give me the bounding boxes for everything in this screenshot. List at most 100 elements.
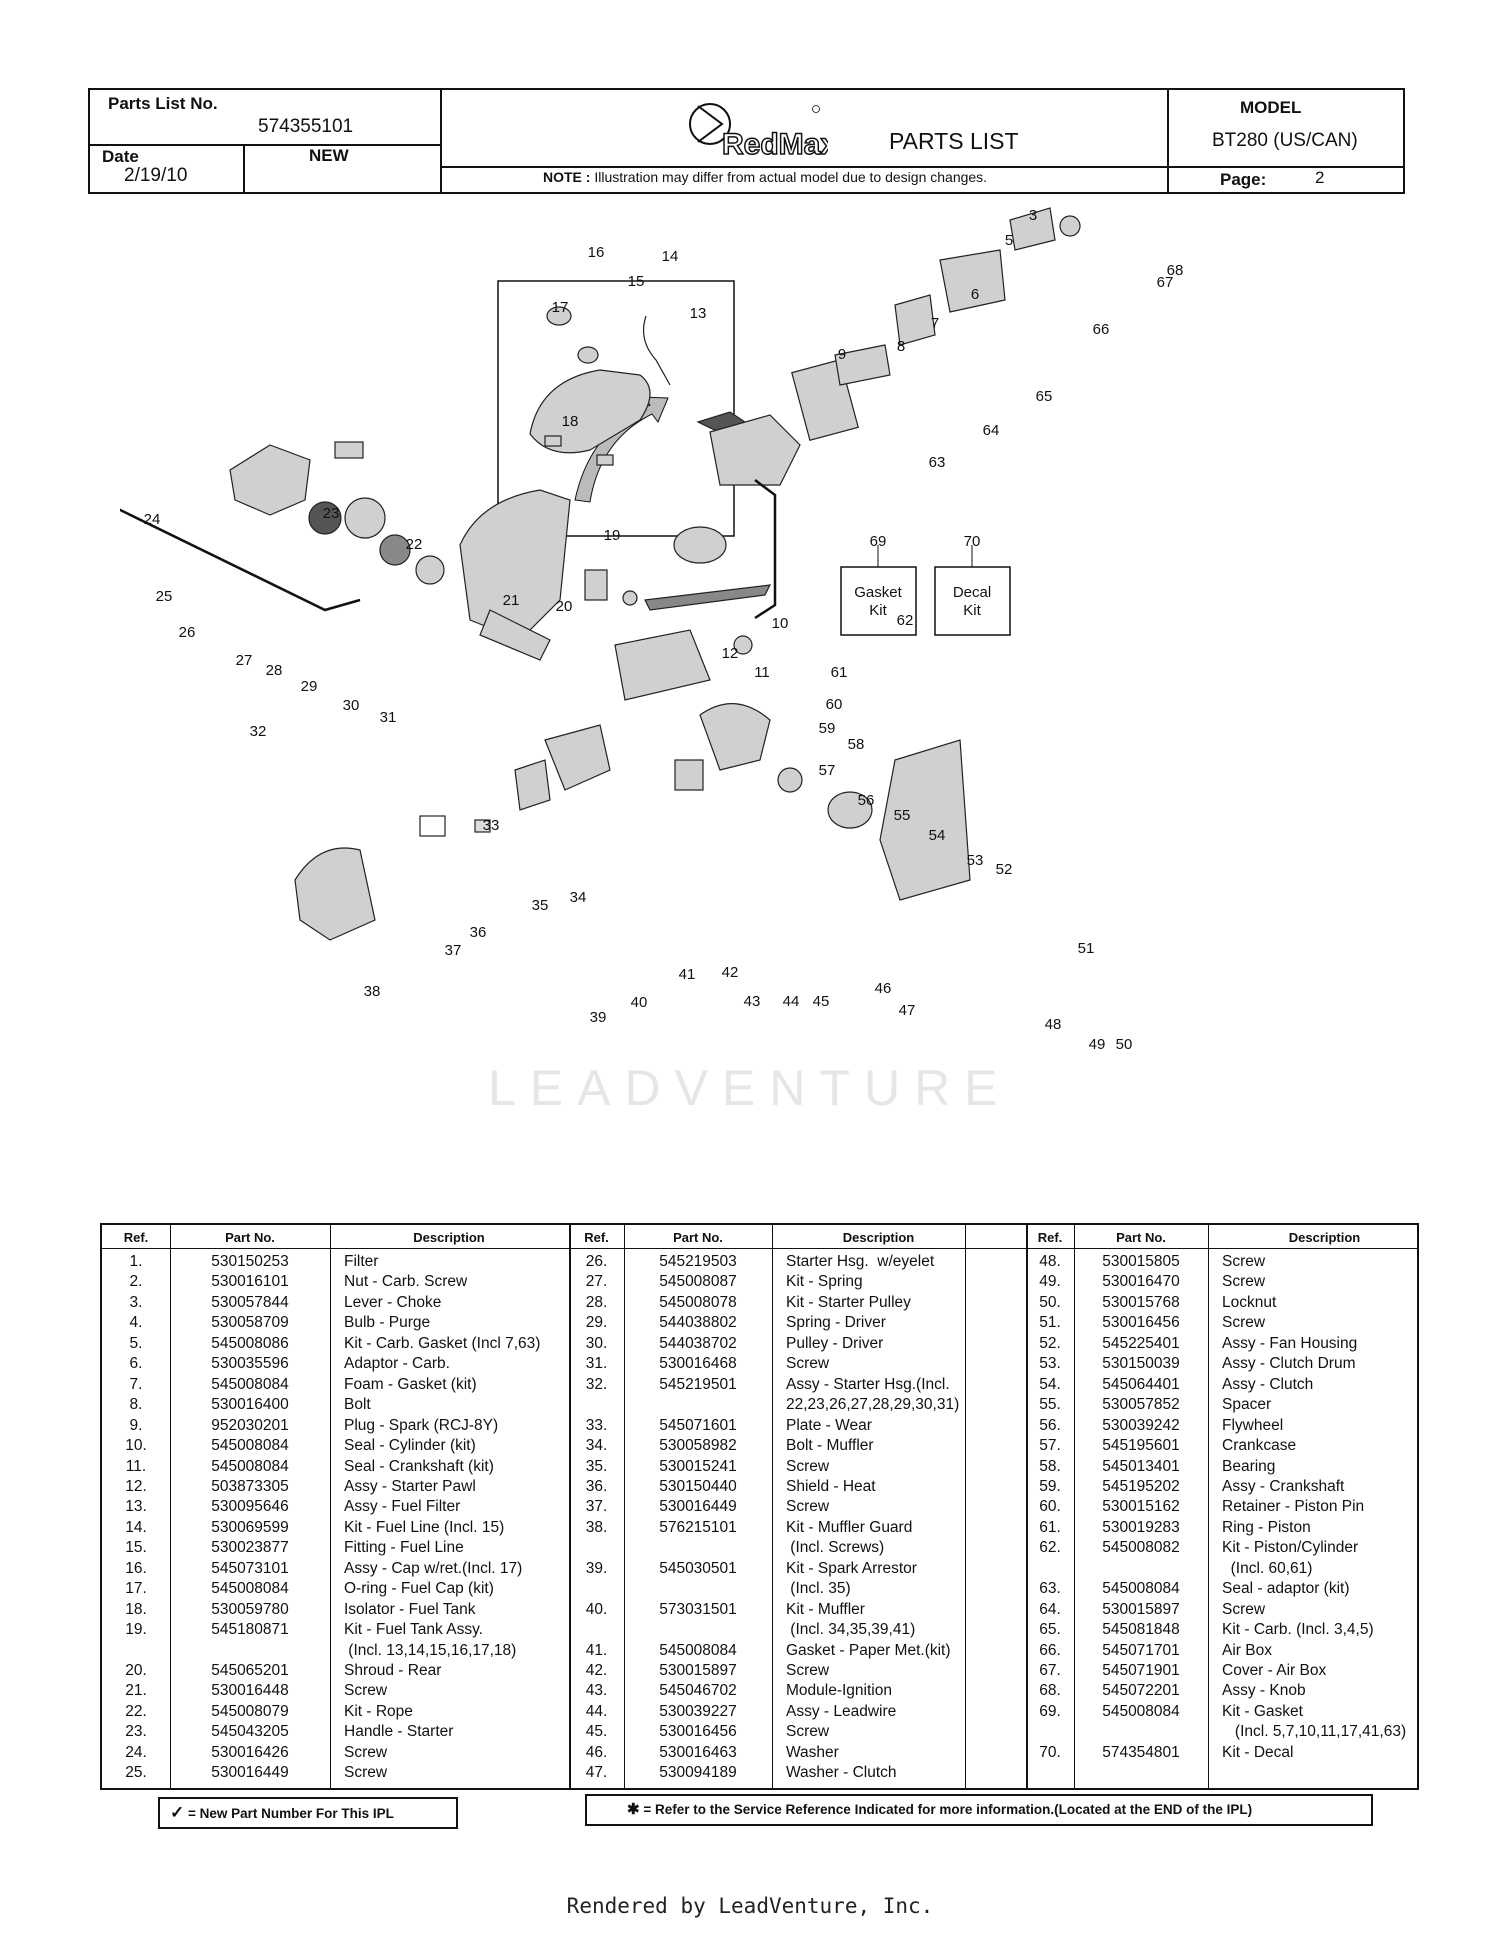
description-cell: Flywheel xyxy=(1222,1416,1284,1434)
part-number-cell: 545008084 xyxy=(211,1437,289,1455)
description-cell: Bulb - Purge xyxy=(344,1314,431,1332)
part-number-cell: 545065201 xyxy=(211,1662,289,1679)
flywheel-icon xyxy=(699,703,771,771)
header-divider xyxy=(440,90,442,192)
callout-6: 6 xyxy=(971,286,979,303)
note-label: NOTE : xyxy=(543,169,591,185)
part-number-cell: 545195601 xyxy=(1102,1437,1180,1455)
part-number-cell: 545046702 xyxy=(659,1682,737,1700)
ref-cell: 18. xyxy=(125,1600,147,1618)
description-cell: Screw xyxy=(786,1355,830,1373)
description-cell: Kit - Starter Pulley xyxy=(786,1293,911,1311)
star-icon: ✱ xyxy=(627,1801,640,1818)
ref-cell: 35. xyxy=(585,1457,608,1475)
description-cell: Screw xyxy=(344,1682,388,1700)
callout-29: 29 xyxy=(301,678,318,695)
ref-cell: 13. xyxy=(125,1498,147,1516)
rendered-by-footer: Rendered by LeadVenture, Inc. xyxy=(566,1894,934,1918)
callout-58: 58 xyxy=(848,736,865,753)
description-cell: Cover - Air Box xyxy=(1222,1662,1327,1679)
description-cell: Pulley - Driver xyxy=(786,1334,884,1352)
ref-cell: 21. xyxy=(125,1682,147,1700)
description-cell: Assy - Fuel Filter xyxy=(344,1498,461,1516)
model-label: MODEL xyxy=(1240,98,1302,117)
part-number-cell: 545008084 xyxy=(1102,1702,1180,1720)
description-cell: Nut - Carb. Screw xyxy=(344,1273,468,1291)
driver-spring-icon xyxy=(379,534,411,566)
page-label: Page: xyxy=(1220,170,1267,189)
ref-cell: 8. xyxy=(129,1396,143,1414)
description-cell: Locknut xyxy=(1222,1293,1277,1311)
ref-cell: 43. xyxy=(585,1682,608,1700)
description-cell: Assy - Fan Housing xyxy=(1222,1334,1358,1352)
callout-52: 52 xyxy=(996,861,1013,878)
callout-49: 49 xyxy=(1089,1036,1106,1053)
callout-19: 19 xyxy=(604,527,621,544)
description-cell: Kit - Muffler Guard xyxy=(786,1518,913,1536)
description-cell: Washer xyxy=(786,1743,839,1761)
ref-cell: 41. xyxy=(585,1641,608,1659)
header-divider xyxy=(90,144,440,146)
ref-cell: 61. xyxy=(1039,1518,1061,1536)
part-number-cell: 545013401 xyxy=(1102,1457,1180,1475)
part-number-cell: 545008079 xyxy=(211,1702,289,1720)
part-number-cell: 545008084 xyxy=(211,1580,289,1598)
part-number-cell: 530016463 xyxy=(659,1743,737,1761)
part-number-cell: 545008086 xyxy=(211,1334,289,1352)
description-cell: Kit - Carb. Gasket (Incl 7,63) xyxy=(344,1334,541,1352)
description-cell: Isolator - Fuel Tank xyxy=(344,1600,476,1618)
callout-27: 27 xyxy=(236,652,253,669)
part-number-cell: 545008084 xyxy=(1102,1580,1180,1598)
callout-8: 8 xyxy=(897,338,905,355)
ref-cell: 36. xyxy=(585,1477,608,1495)
ref-cell: 48. xyxy=(1039,1253,1061,1270)
clutch-icon xyxy=(777,767,803,793)
decal-kit-word: Kit xyxy=(963,602,981,619)
description-cell: Retainer - Piston Pin xyxy=(1222,1498,1365,1516)
ref-cell: 34. xyxy=(585,1437,608,1455)
carb-adaptor-icon xyxy=(834,344,891,386)
callout-26: 26 xyxy=(179,624,196,641)
crankshaft-seal-icon xyxy=(622,590,638,606)
callout-3: 3 xyxy=(1029,207,1037,224)
part-number-cell: 545219503 xyxy=(659,1253,737,1270)
callout-65: 65 xyxy=(1036,388,1053,405)
header-description: Description xyxy=(842,1230,915,1245)
part-number-cell: 530057852 xyxy=(1102,1396,1180,1414)
table-column-divider xyxy=(965,1225,966,1788)
callout-53: 53 xyxy=(967,852,984,869)
spark-arrestor-icon xyxy=(419,815,446,837)
parts-list-no: 574355101 xyxy=(258,116,354,137)
part-number-cell: 530150253 xyxy=(211,1253,289,1270)
description-cell: (Incl. 34,35,39,41) xyxy=(786,1621,916,1639)
header-box: Parts List No. 574355101 Date 2/19/10 NE… xyxy=(88,88,1405,194)
description-cell: (Incl. Screws) xyxy=(786,1539,885,1557)
ref-cell: 10. xyxy=(125,1437,147,1455)
callout-2: 2 xyxy=(1117,200,1125,202)
ref-cell: 20. xyxy=(125,1662,147,1679)
description-cell: (Incl. 5,7,10,11,17,41,63) xyxy=(1222,1723,1407,1741)
callout-61: 61 xyxy=(831,664,848,681)
description-cell: Bearing xyxy=(1222,1457,1276,1475)
heat-shield-icon xyxy=(544,724,611,791)
ref-cell: 57. xyxy=(1039,1437,1061,1455)
ref-cell: 67. xyxy=(1039,1662,1061,1679)
callout-20: 20 xyxy=(556,598,573,615)
description-cell: Screw xyxy=(344,1743,388,1761)
part-number-cell: 530059780 xyxy=(211,1600,289,1618)
